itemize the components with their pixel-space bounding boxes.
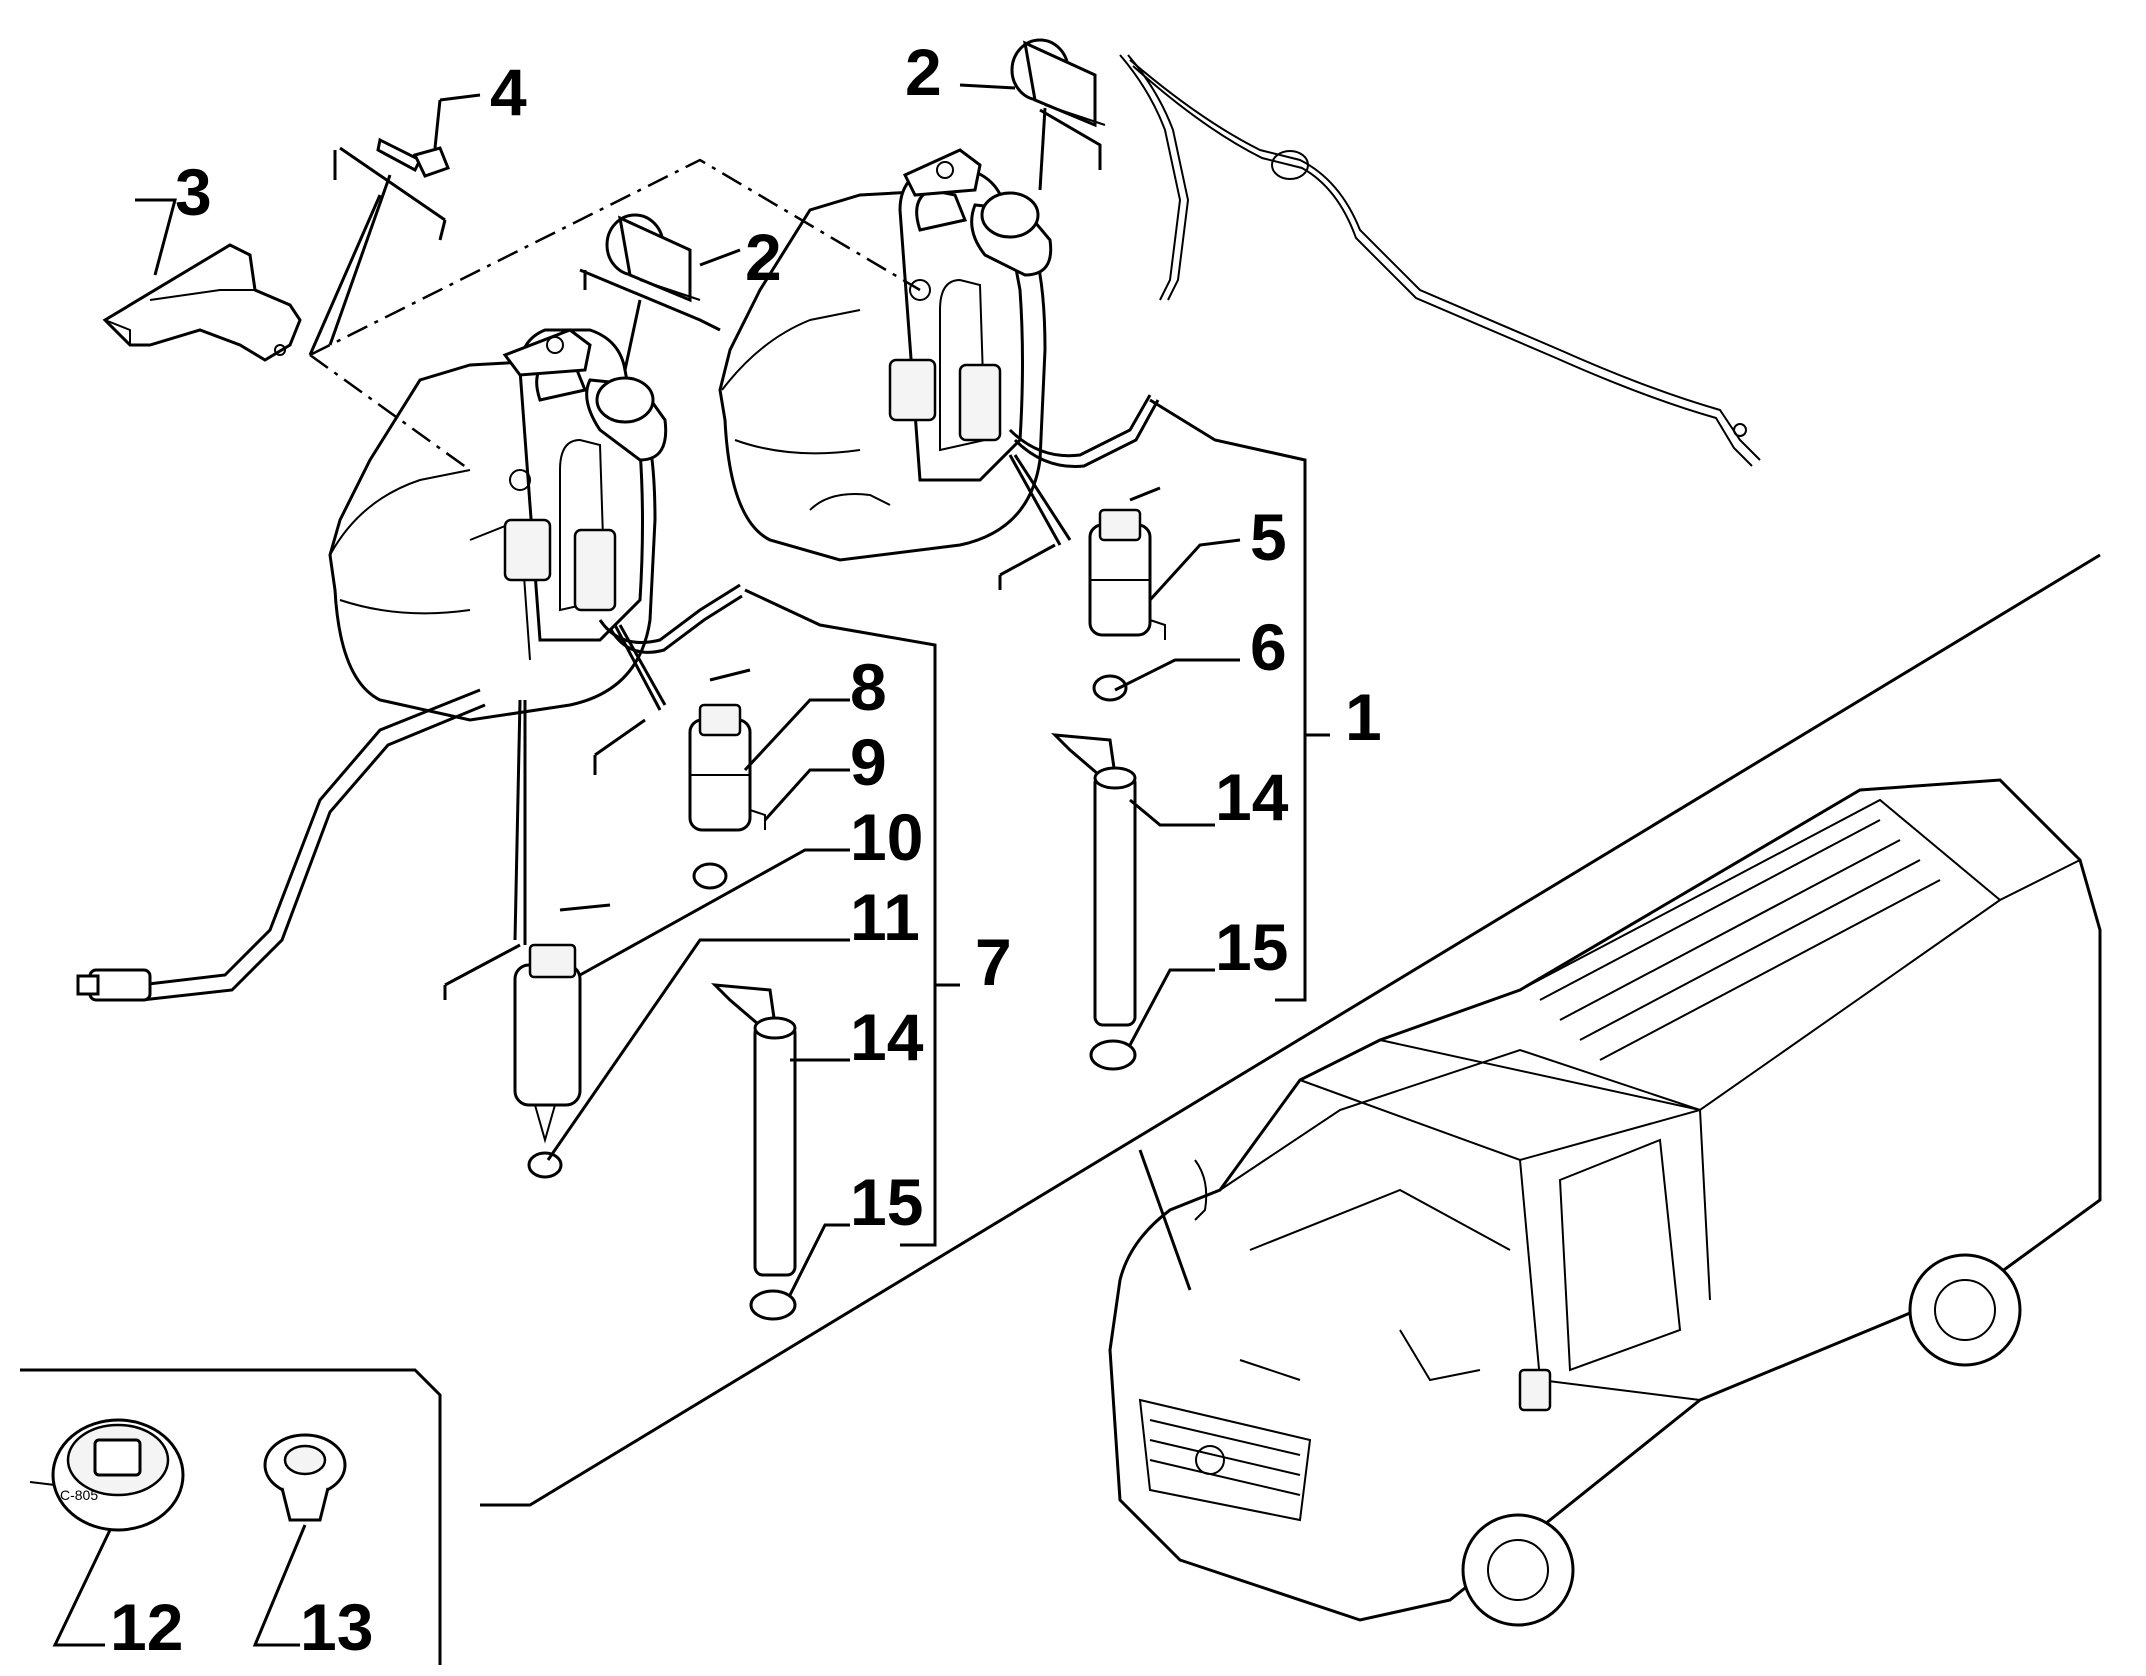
- washer-grommet-11: [527, 1151, 563, 1179]
- callout-12: 12: [110, 1590, 183, 1664]
- washer-grommet-6: [1092, 674, 1128, 702]
- level-tube-right: [1051, 733, 1137, 1027]
- callout-15-left: 15: [850, 1165, 923, 1239]
- reservoir-tank-right: [718, 148, 1160, 562]
- reservoir-cap-12: C-805: [29, 1418, 185, 1532]
- callout-2-left: 2: [745, 220, 782, 294]
- washer-grommet-9: [692, 862, 728, 890]
- callout-1: 1: [1345, 680, 1382, 754]
- callout-6: 6: [1250, 610, 1287, 684]
- callout-9: 9: [850, 725, 887, 799]
- relation-lines: [309, 158, 921, 472]
- callout-4: 4: [490, 55, 527, 129]
- filler-cap-left: [605, 213, 701, 303]
- grommet-13: [263, 1433, 347, 1522]
- screw: [376, 137, 450, 178]
- callout-labels: 1 2 2 3 4 5 6 7 8 9 10 11 12 13 14 14 15…: [110, 35, 1382, 1664]
- pump-5: [1088, 508, 1166, 640]
- callout-14-right: 14: [1215, 760, 1289, 834]
- callout-7: 7: [975, 925, 1012, 999]
- o-ring-15-right: [1089, 1039, 1137, 1071]
- o-ring-15-left: [749, 1289, 797, 1321]
- pump-10: [513, 943, 582, 1144]
- callout-3: 3: [175, 155, 212, 229]
- level-tube-left: [711, 983, 797, 1277]
- pump-8: [688, 703, 766, 832]
- callout-5: 5: [1250, 500, 1287, 574]
- callout-10: 10: [850, 800, 923, 874]
- cap-marking: C-805: [60, 1487, 98, 1503]
- callout-13: 13: [300, 1590, 373, 1664]
- callout-2-right: 2: [905, 35, 942, 109]
- hose-line: [1119, 54, 1761, 467]
- mounting-bracket: [102, 243, 302, 362]
- callout-11: 11: [850, 880, 920, 954]
- leader-lines: [20, 83, 2101, 1665]
- reservoir-tank-left: [76, 328, 743, 1002]
- van-illustration: [1108, 778, 2102, 1627]
- filler-cap-right: [1010, 38, 1106, 128]
- callout-14-left: 14: [850, 1000, 924, 1074]
- callout-8: 8: [850, 650, 887, 724]
- callout-15-right: 15: [1215, 910, 1288, 984]
